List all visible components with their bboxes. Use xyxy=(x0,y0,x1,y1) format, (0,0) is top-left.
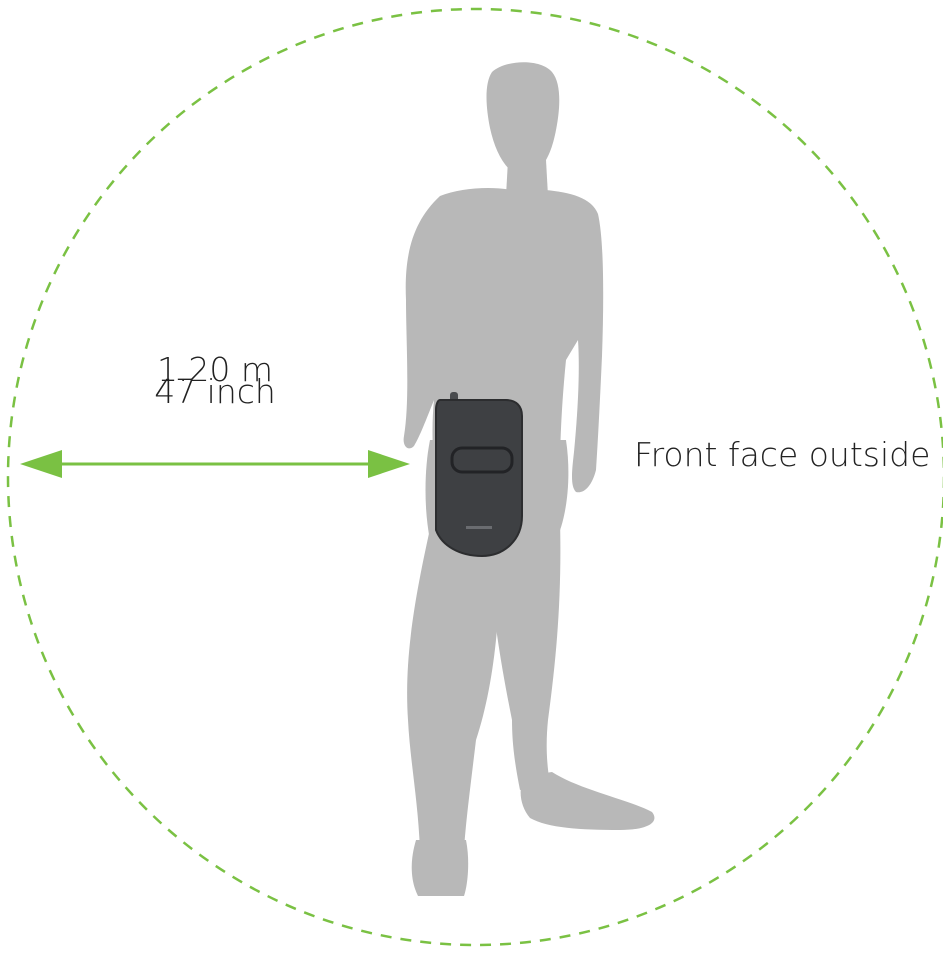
device-body xyxy=(436,400,522,556)
handheld-device-icon xyxy=(436,392,522,556)
device-logo xyxy=(466,526,492,529)
double-arrow-icon xyxy=(20,450,410,478)
orientation-label: Front face outside xyxy=(634,435,930,474)
arrow-head-left xyxy=(20,450,62,478)
arrow-head-right xyxy=(368,450,410,478)
distance-imperial-label: 47 inch xyxy=(150,372,280,411)
